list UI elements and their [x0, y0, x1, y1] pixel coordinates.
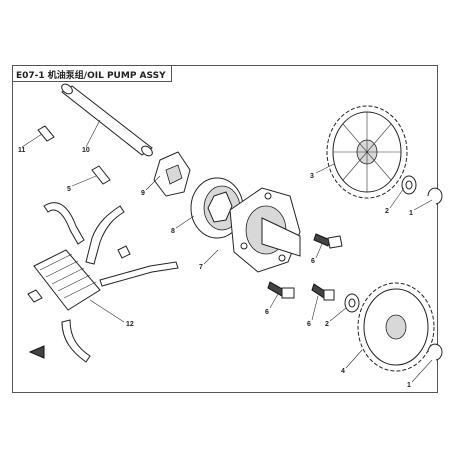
callout-1-top: 1 — [409, 210, 413, 217]
pin-5 — [91, 165, 111, 185]
callout-labels: 11 10 5 9 3 2 1 8 7 6 6 6 2 4 1 12 — [18, 147, 413, 389]
clip-1-top — [427, 187, 443, 205]
clip-1-bottom — [427, 343, 443, 361]
hoses — [43, 202, 179, 363]
callout-11: 11 — [18, 147, 26, 154]
oil-cooler-12 — [27, 249, 101, 311]
title-box — [12, 65, 172, 82]
leader-lines — [21, 119, 433, 383]
pump-body — [229, 187, 301, 273]
diagram-title: E07-1 机油泵组/OIL PUMP ASSY — [16, 71, 166, 81]
callout-6-c: 6 — [307, 321, 311, 328]
callout-6-a: 6 — [311, 258, 315, 265]
bolt-6c — [311, 283, 335, 301]
bolt-6a — [313, 233, 343, 249]
callout-12: 12 — [126, 321, 134, 328]
callout-1-bottom: 1 — [407, 382, 411, 389]
callout-10: 10 — [82, 147, 90, 154]
washer-2-bottom — [344, 293, 360, 313]
gear-3 — [326, 105, 408, 199]
diagram-frame — [12, 65, 438, 393]
washer-2-top — [401, 175, 417, 195]
callout-2-bottom: 2 — [325, 321, 329, 328]
gear-4 — [357, 282, 435, 372]
front-arrow-icon — [28, 345, 45, 359]
callout-4: 4 — [341, 368, 345, 375]
callout-2-top: 2 — [385, 208, 389, 215]
callout-6-b: 6 — [265, 309, 269, 316]
callout-8: 8 — [171, 228, 175, 235]
callout-7: 7 — [199, 264, 203, 271]
bolt-6b — [267, 281, 295, 299]
callout-5: 5 — [67, 186, 71, 193]
callout-3: 3 — [310, 173, 314, 180]
shaft-10 — [61, 83, 153, 157]
inner-rotor-9 — [153, 151, 191, 197]
pin-11 — [37, 125, 55, 142]
callout-9: 9 — [141, 190, 145, 197]
